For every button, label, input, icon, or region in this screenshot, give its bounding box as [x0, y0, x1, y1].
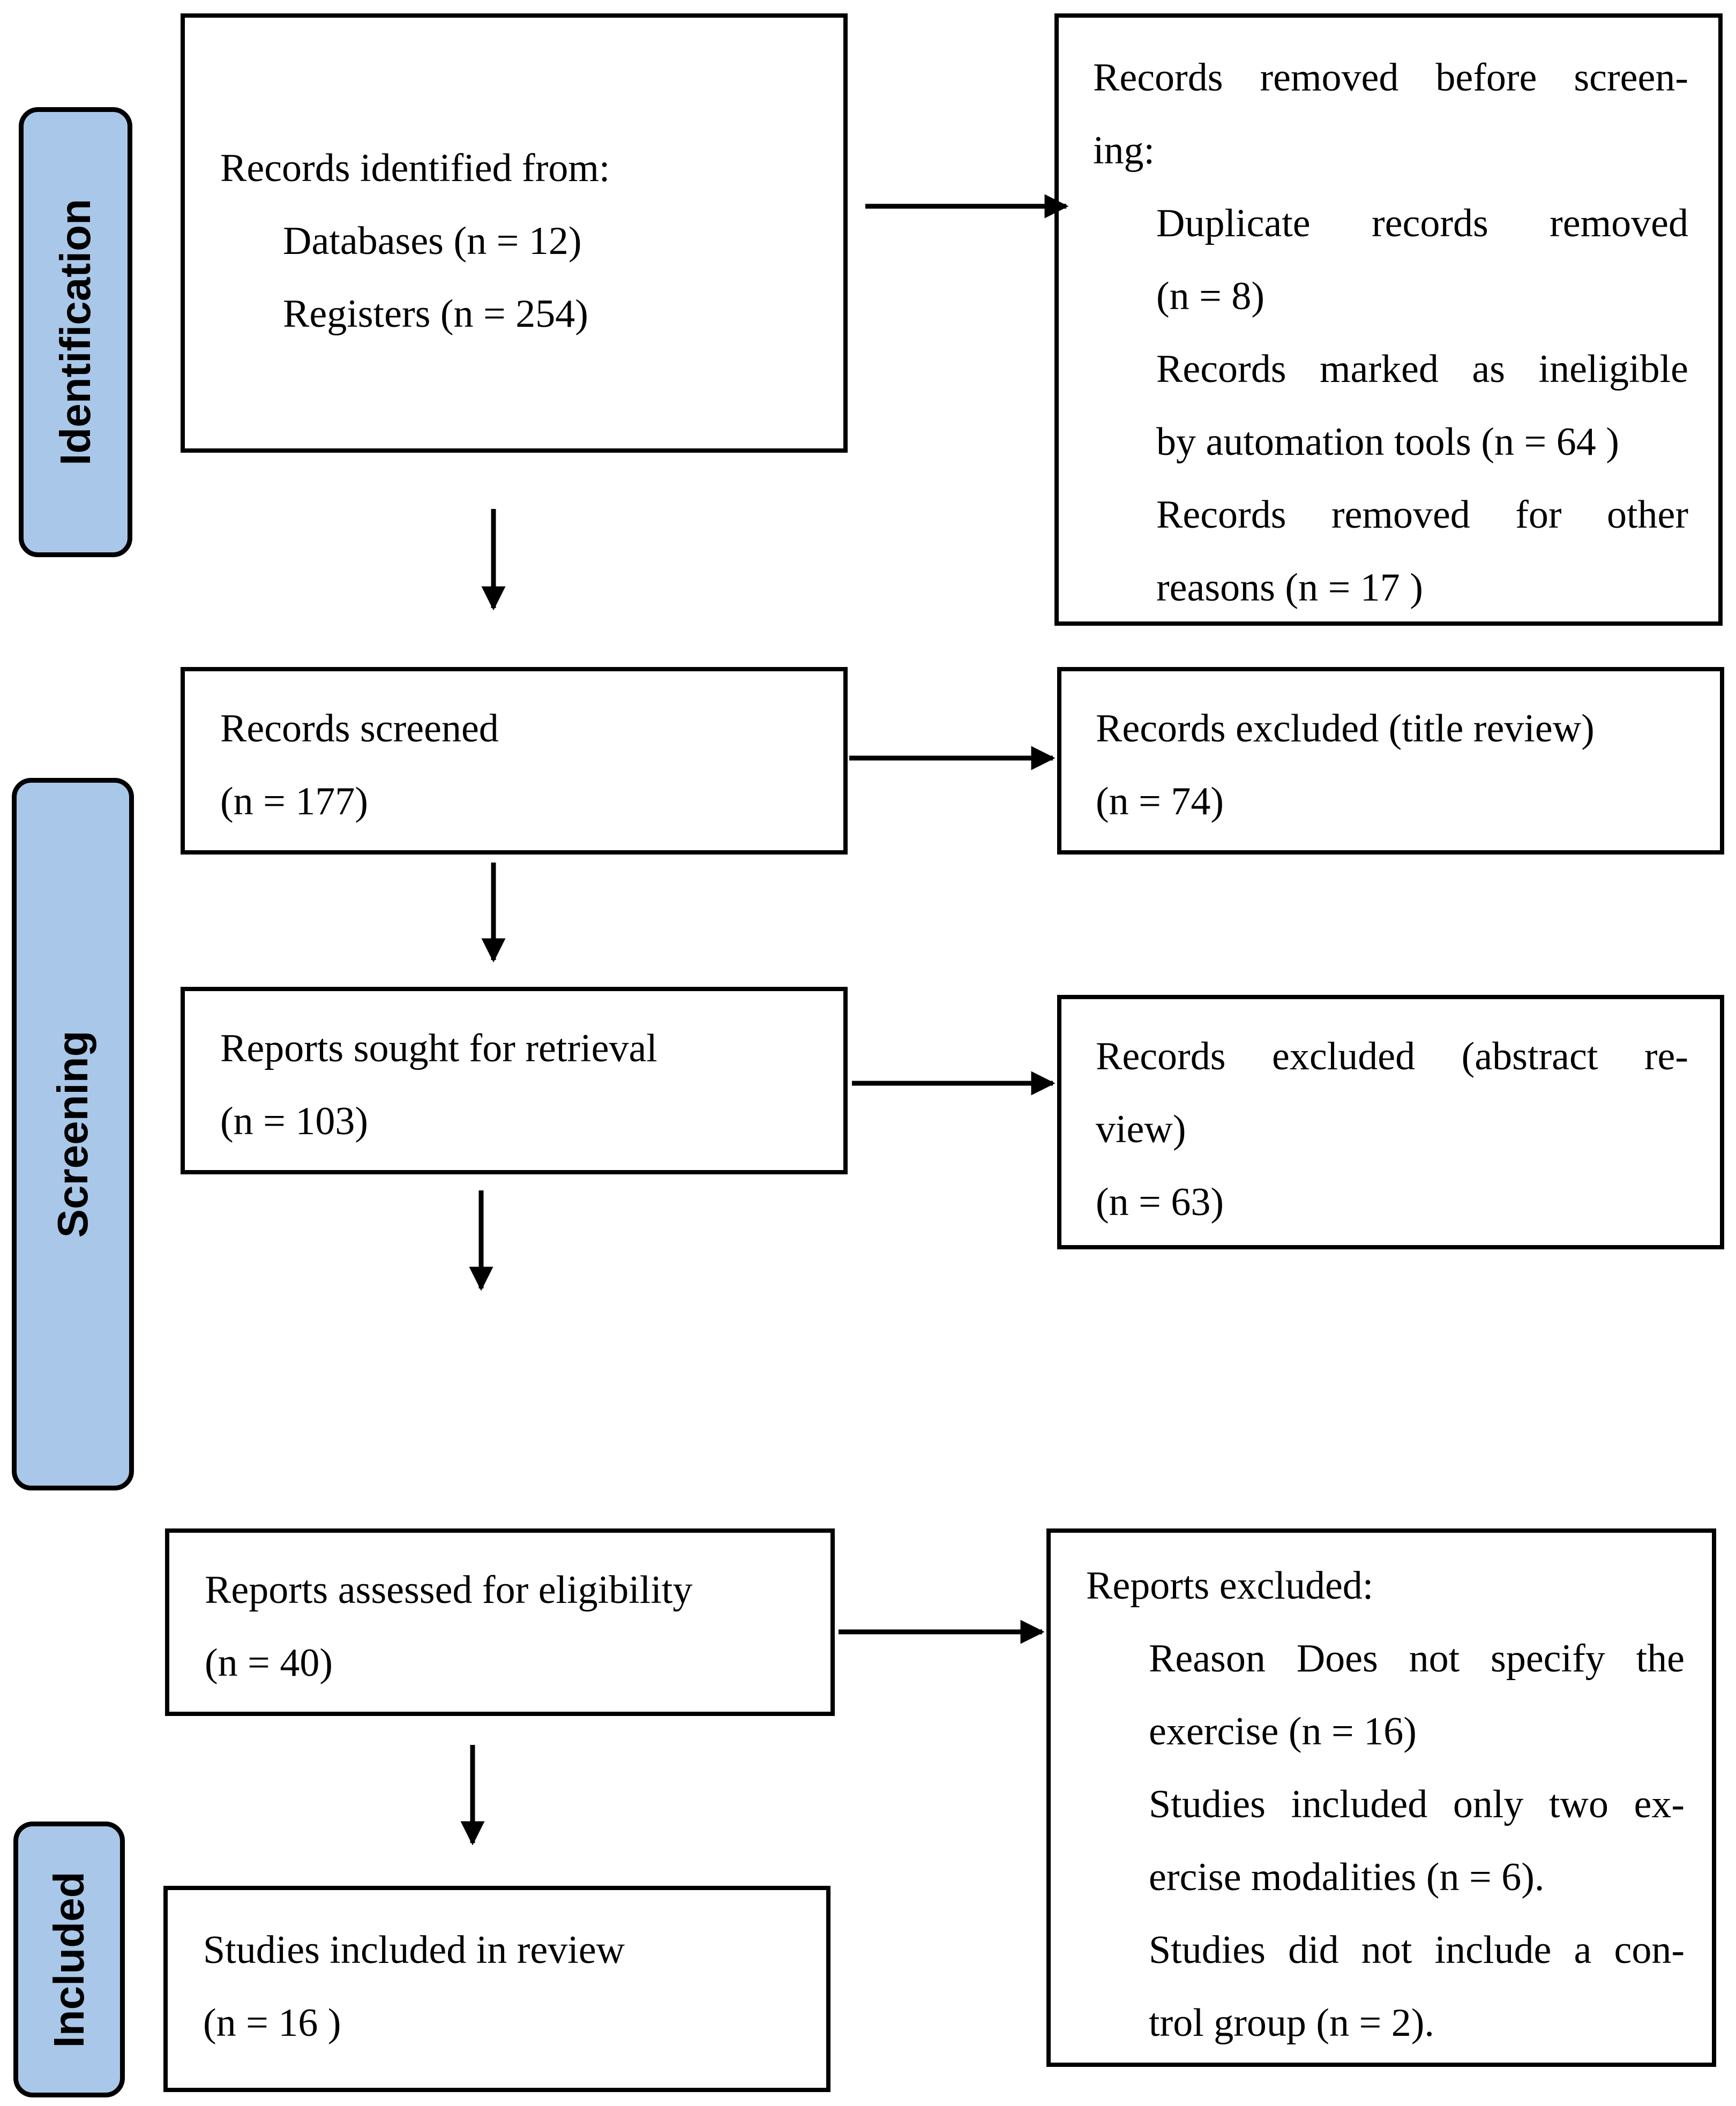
reason-2-line2: ercise modalities (n = 6). [1149, 1855, 1545, 1899]
records-screened-count: (n = 177) [220, 780, 369, 823]
box-records-screened: Records screened (n = 177) [181, 667, 848, 855]
reports-assessed-title: Reports assessed for eligibility [205, 1568, 693, 1612]
reason-1-line1: Reason Does not specify the [1149, 1637, 1685, 1681]
reports-excluded-title: Reports excluded: [1086, 1564, 1374, 1608]
reason-3-line1: Studies did not include a con- [1149, 1928, 1685, 1972]
reports-assessed-count: (n = 40) [205, 1641, 333, 1685]
box-excluded-abstract-review: Records excluded (abstract re- view) (n … [1057, 995, 1724, 1249]
box-reports-sought: Reports sought for retrieval (n = 103) [181, 987, 848, 1174]
reason-3-line2: trol group (n = 2). [1149, 2001, 1434, 2045]
box-records-identified: Records identified from: Databases (n = … [181, 13, 848, 453]
reason-2-line1: Studies included only two ex- [1149, 1782, 1685, 1826]
studies-included-title: Studies included in review [203, 1928, 625, 1972]
excluded-abstract-count: (n = 63) [1096, 1180, 1224, 1224]
other-reasons-line2: reasons (n = 17 ) [1156, 566, 1423, 610]
studies-included-count: (n = 16 ) [203, 2001, 341, 2045]
box-reports-assessed: Reports assessed for eligibility (n = 40… [165, 1528, 835, 1716]
reason-1-line2: exercise (n = 16) [1149, 1710, 1417, 1753]
removed-title-line1: Records removed before screen- [1093, 56, 1688, 100]
box-studies-included: Studies included in review (n = 16 ) [163, 1886, 830, 2092]
automation-line1: Records marked as ineligible [1156, 347, 1688, 391]
phase-screening: Screening [12, 778, 134, 1490]
reports-sought-title: Reports sought for retrieval [220, 1026, 657, 1070]
excluded-abstract-line2: view) [1096, 1107, 1186, 1151]
phase-included: Included [13, 1822, 125, 2097]
other-reasons-line1: Records removed for other [1156, 493, 1688, 537]
excluded-title-review-count: (n = 74) [1096, 780, 1224, 823]
databases-count: Databases (n = 12) [283, 219, 582, 263]
registers-count: Registers (n = 254) [283, 292, 588, 336]
phase-identification: Identification [19, 107, 132, 557]
box-records-removed: Records removed before screen- ing: Dupl… [1054, 13, 1723, 626]
records-identified-title: Records identified from: [220, 146, 610, 190]
automation-line2: by automation tools (n = 64 ) [1156, 420, 1619, 464]
excluded-abstract-line1: Records excluded (abstract re- [1096, 1035, 1688, 1078]
excluded-title-review-title: Records excluded (title review) [1096, 707, 1595, 751]
duplicates-line2: (n = 8) [1156, 274, 1265, 318]
records-screened-title: Records screened [220, 707, 499, 751]
box-reports-excluded: Reports excluded: Reason Does not specif… [1046, 1528, 1716, 2067]
removed-title-line2: ing: [1093, 129, 1155, 173]
duplicates-line1: Duplicate records removed [1156, 201, 1688, 245]
reports-sought-count: (n = 103) [220, 1099, 369, 1143]
box-excluded-title-review: Records excluded (title review) (n = 74) [1057, 667, 1724, 855]
